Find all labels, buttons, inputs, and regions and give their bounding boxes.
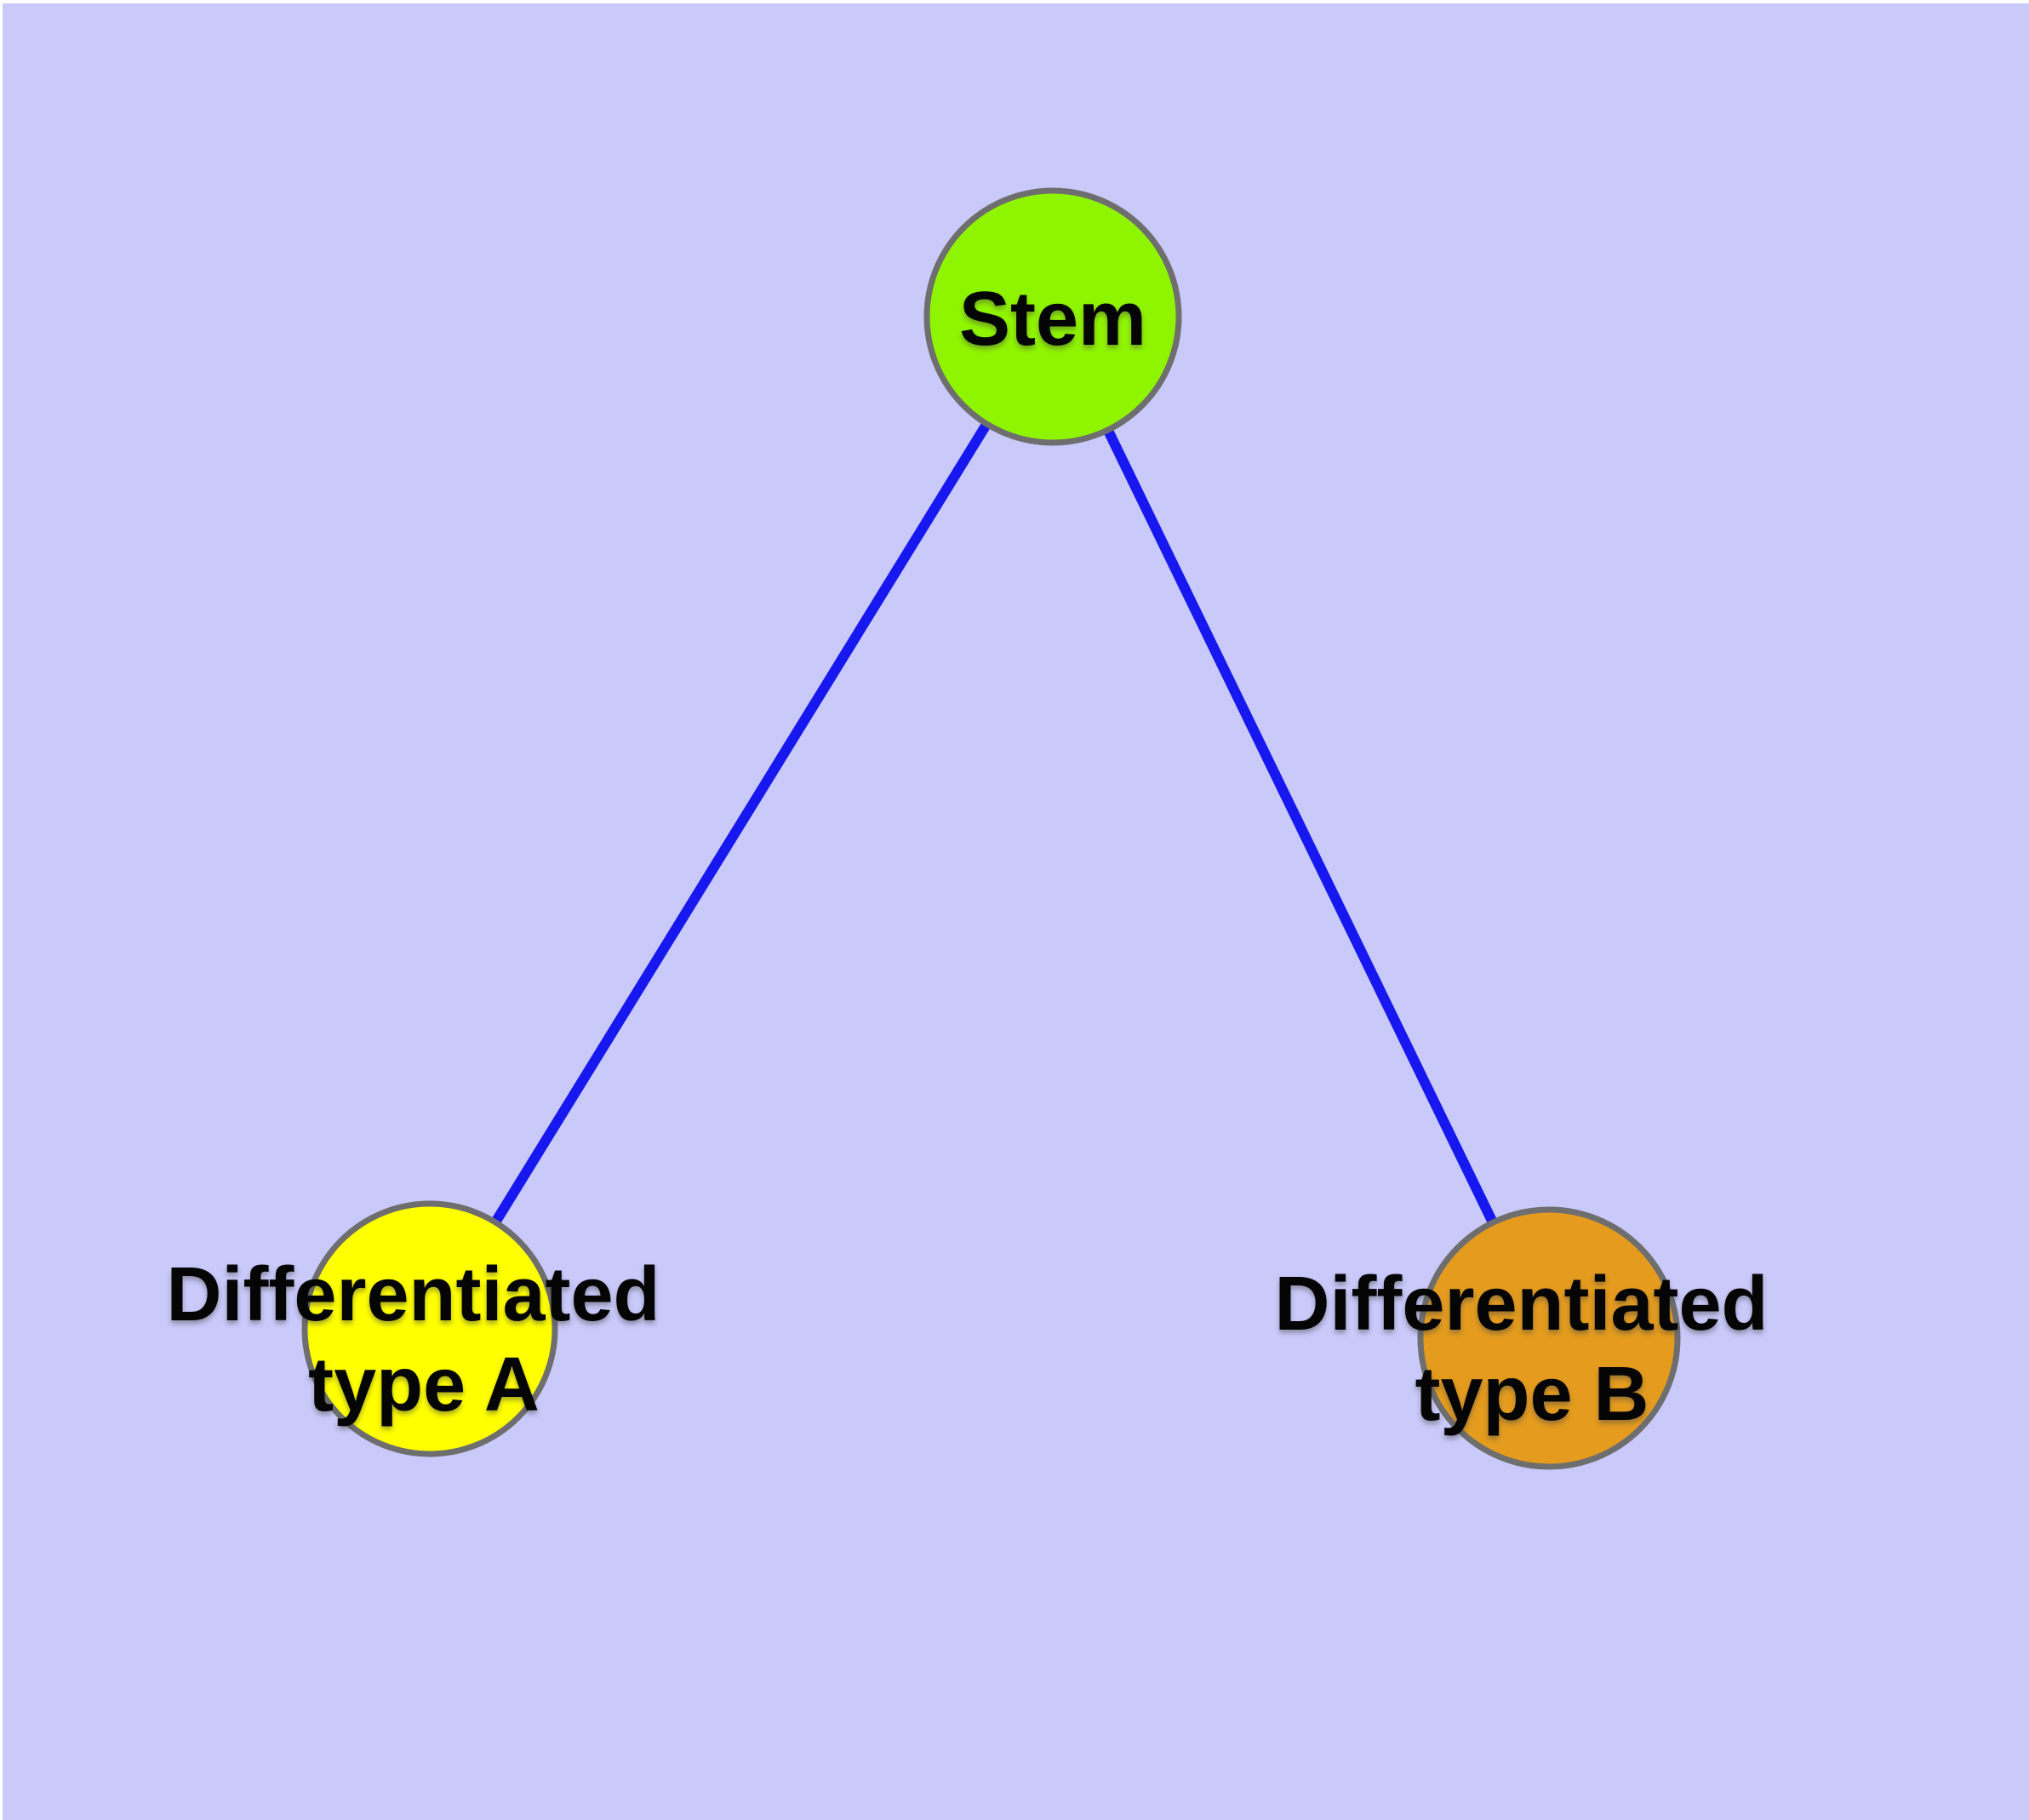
node-stem-label: Stem <box>959 277 1146 362</box>
node-type-b-label-line1: Differentiated <box>1274 1262 1768 1347</box>
edge-group <box>425 313 1554 1341</box>
node-type-b-label: Differentiated type B <box>1274 1262 1789 1437</box>
node-type-a-label-line1: Differentiated <box>166 1252 660 1337</box>
node-type-b-circle <box>1417 1206 1681 1470</box>
node-type-a-circle <box>301 1200 558 1457</box>
node-group <box>301 187 1681 1470</box>
label-group: Stem Differentiated type A Differentiate… <box>166 277 1789 1437</box>
edge-stem-to-type-b <box>1048 314 1554 1341</box>
node-type-b-label-line2: type B <box>1415 1352 1649 1437</box>
node-type-a-label: Differentiated type A <box>166 1252 681 1428</box>
node-stem-circle <box>923 187 1182 446</box>
edge-stem-to-type-a <box>425 313 1058 1332</box>
node-type-a-label-line2: type A <box>308 1342 540 1428</box>
